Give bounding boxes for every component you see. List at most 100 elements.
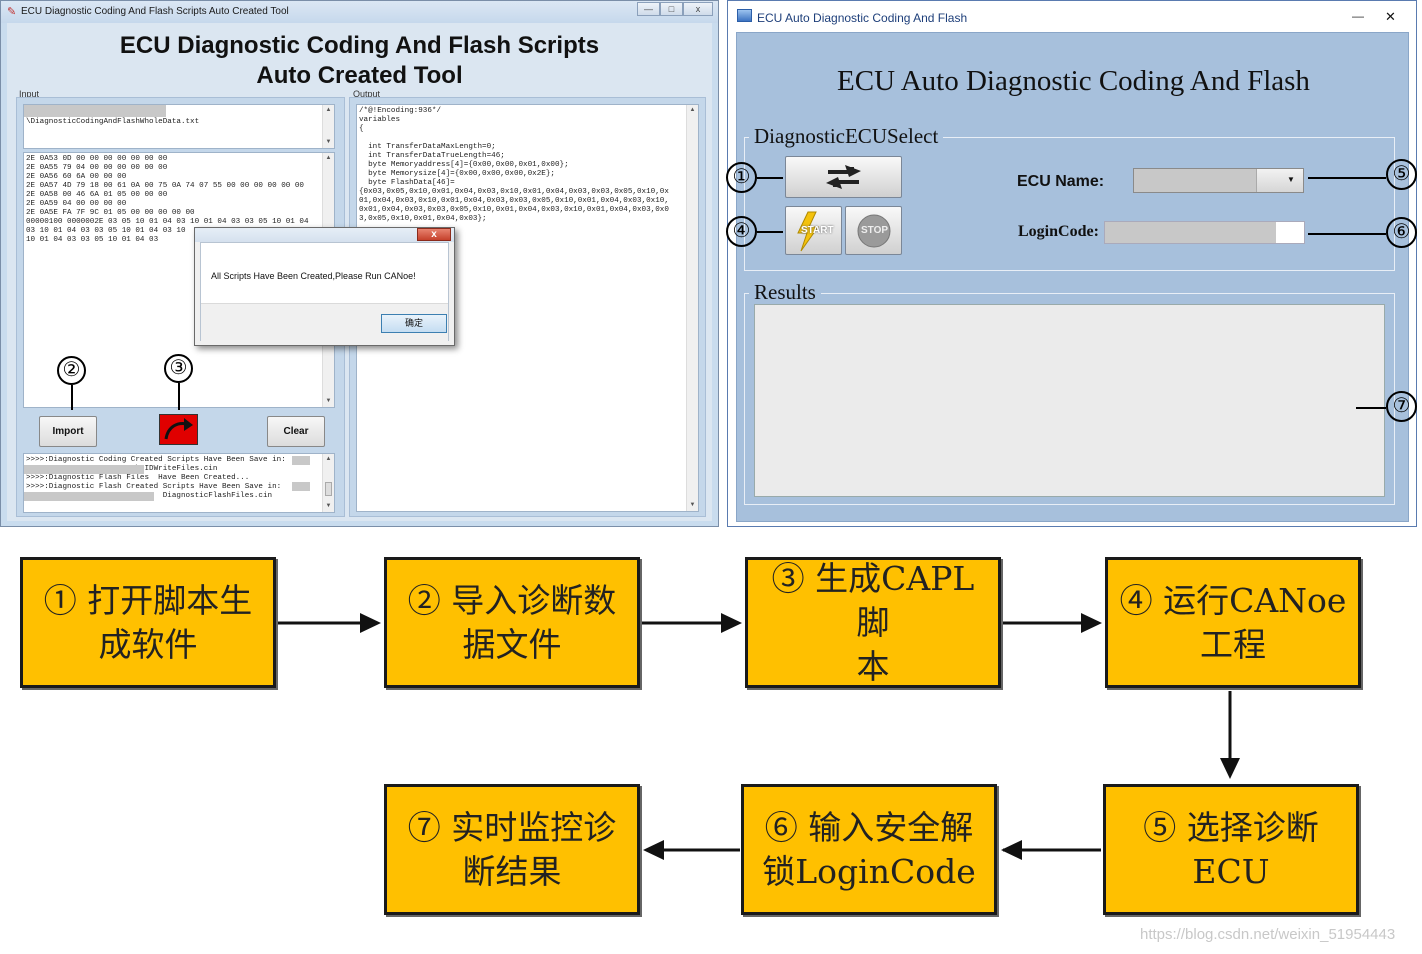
- watermark: https://blog.csdn.net/weixin_51954443: [1140, 926, 1396, 943]
- redacted-path: [24, 105, 166, 117]
- output-script-text: /*@!Encoding:936*/ variables { int Trans…: [359, 107, 669, 223]
- arrowhead-icon: [643, 840, 664, 860]
- close-button[interactable]: x: [683, 2, 713, 16]
- marker-4: ④: [726, 216, 757, 247]
- message-dialog: x All Scripts Have Been Created,Please R…: [194, 227, 455, 346]
- scroll-down-icon[interactable]: ▼: [325, 139, 332, 145]
- input-group-label: Input: [19, 89, 40, 99]
- login-code-label: LoginCode:: [1018, 223, 1099, 240]
- scroll-up-icon[interactable]: ▲: [689, 107, 696, 113]
- marker-6-line: [1308, 233, 1386, 235]
- scroll-thumb[interactable]: [325, 482, 332, 496]
- ecu-flash-window: ECU Auto Diagnostic Coding And Flash — ✕…: [727, 0, 1417, 527]
- marker-2: ②: [57, 356, 86, 385]
- marker-5: ⑤: [1386, 159, 1417, 190]
- script-tool-window: ✎ ECU Diagnostic Coding And Flash Script…: [0, 0, 719, 527]
- log-text: >>>>:Diagnostic Coding Created Scripts H…: [26, 456, 286, 500]
- start-button[interactable]: START: [785, 206, 842, 255]
- flow-step-3: ③ 生成CAPL脚 本: [745, 557, 1001, 688]
- minimize-button[interactable]: —: [1352, 9, 1364, 23]
- window-client: ECU Auto Diagnostic Coding And Flash Dia…: [736, 32, 1409, 522]
- output-group-label: Output: [353, 89, 381, 99]
- flow-step-6-text: ⑥ 输入安全解 锁LoginCode: [762, 807, 976, 891]
- close-button[interactable]: ✕: [1385, 9, 1396, 24]
- maximize-button[interactable]: □: [660, 2, 683, 16]
- heading-line-1: ECU Diagnostic Coding And Flash Scripts: [119, 32, 600, 59]
- ecu-select-legend: DiagnosticECUSelect: [749, 124, 944, 149]
- flow-step-5-text: ⑤ 选择诊断 ECU: [1143, 807, 1319, 891]
- minimize-button[interactable]: —: [637, 2, 660, 16]
- vertical-scrollbar[interactable]: ▲▼: [322, 105, 334, 148]
- flow-step-2-text: ② 导入诊断数 据文件: [407, 580, 617, 664]
- dialog-footer: 确定: [201, 303, 448, 341]
- arrowhead-icon: [360, 613, 381, 633]
- arrowhead-icon: [1220, 758, 1240, 779]
- marker-2-line: [71, 385, 73, 410]
- dialog-close-button[interactable]: x: [417, 228, 451, 241]
- results-textbox[interactable]: [754, 304, 1385, 497]
- arrowhead-icon: [1001, 840, 1022, 860]
- marker-5-line: [1308, 177, 1386, 179]
- clear-button[interactable]: Clear: [267, 416, 325, 447]
- marker-7-line: [1356, 407, 1386, 409]
- flow-step-1: ① 打开脚本生 成软件: [20, 557, 276, 688]
- dialog-message: All Scripts Have Been Created,Please Run…: [211, 271, 416, 281]
- chevron-down-icon: ▼: [1287, 175, 1295, 184]
- scroll-down-icon[interactable]: ▼: [689, 502, 696, 508]
- flow-step-5: ⑤ 选择诊断 ECU: [1103, 784, 1359, 915]
- results-legend: Results: [749, 280, 821, 305]
- flow-step-4-text: ④ 运行CANoe 工程: [1119, 580, 1347, 664]
- ecu-name-label: ECU Name:: [1017, 173, 1105, 190]
- scroll-up-icon[interactable]: ▲: [325, 107, 332, 113]
- hex-data-text: 2E 0A53 0D 00 00 00 00 00 00 00 2E 0A55 …: [26, 155, 309, 244]
- flow-step-7: ⑦ 实时监控诊 断结果: [384, 784, 640, 915]
- flow-step-3-text: ③ 生成CAPL脚 本: [771, 558, 975, 686]
- flow-step-7-text: ⑦ 实时监控诊 断结果: [407, 807, 617, 891]
- scroll-up-icon[interactable]: ▲: [325, 155, 332, 161]
- app-heading: ECU Diagnostic Coding And Flash Scripts …: [7, 31, 712, 91]
- redacted-path: [24, 492, 154, 501]
- flow-step-2: ② 导入诊断数 据文件: [384, 557, 640, 688]
- flow-step-6: ⑥ 输入安全解 锁LoginCode: [741, 784, 997, 915]
- import-button[interactable]: Import: [39, 416, 97, 447]
- marker-6: ⑥: [1386, 217, 1417, 248]
- marker-1: ①: [726, 162, 757, 193]
- ecu-name-dropdown[interactable]: ▼: [1133, 168, 1304, 193]
- redacted-path: [24, 465, 144, 474]
- flow-step-1-text: ① 打开脚本生 成软件: [43, 580, 253, 664]
- ecu-select-group: [744, 137, 1395, 271]
- scroll-down-icon[interactable]: ▼: [325, 503, 332, 509]
- dialog-body: All Scripts Have Been Created,Please Run…: [200, 242, 449, 341]
- marker-7: ⑦: [1386, 391, 1417, 422]
- output-script-box[interactable]: /*@!Encoding:936*/ variables { int Trans…: [356, 104, 699, 512]
- marker-1-line: [757, 177, 783, 179]
- app-heading: ECU Auto Diagnostic Coding And Flash: [837, 65, 1310, 97]
- arrowhead-icon: [1081, 613, 1102, 633]
- stop-icon: [857, 214, 891, 248]
- redacted-path: [292, 456, 310, 465]
- window-title: ECU Diagnostic Coding And Flash Scripts …: [21, 6, 289, 17]
- login-code-input[interactable]: [1104, 221, 1305, 244]
- flow-step-4: ④ 运行CANoe 工程: [1105, 557, 1361, 688]
- app-icon: [737, 9, 752, 22]
- arrowhead-icon: [721, 613, 742, 633]
- scroll-down-icon[interactable]: ▼: [325, 398, 332, 404]
- marker-4-line: [757, 231, 783, 233]
- vertical-scrollbar[interactable]: ▲▼: [686, 105, 698, 511]
- refresh-icon: [826, 165, 861, 189]
- log-box[interactable]: >>>>:Diagnostic Coding Created Scripts H…: [23, 453, 335, 513]
- ok-button[interactable]: 确定: [381, 314, 447, 333]
- window-title: ECU Auto Diagnostic Coding And Flash: [757, 11, 968, 25]
- vertical-scrollbar[interactable]: ▲▼: [322, 454, 334, 512]
- title-bar[interactable]: ✎ ECU Diagnostic Coding And Flash Script…: [1, 1, 718, 23]
- dialog-title-bar[interactable]: [195, 228, 454, 242]
- input-path-box[interactable]: \DiagnosticCodingAndFlashWholeData.txt ▲…: [23, 104, 335, 149]
- dropdown-toggle[interactable]: ▼: [1256, 169, 1303, 192]
- generate-button[interactable]: [159, 414, 198, 445]
- app-icon: ✎: [7, 6, 17, 18]
- refresh-button[interactable]: [785, 156, 902, 198]
- stop-button[interactable]: STOP: [845, 206, 902, 255]
- marker-3-line: [178, 383, 180, 410]
- scroll-up-icon[interactable]: ▲: [325, 456, 332, 462]
